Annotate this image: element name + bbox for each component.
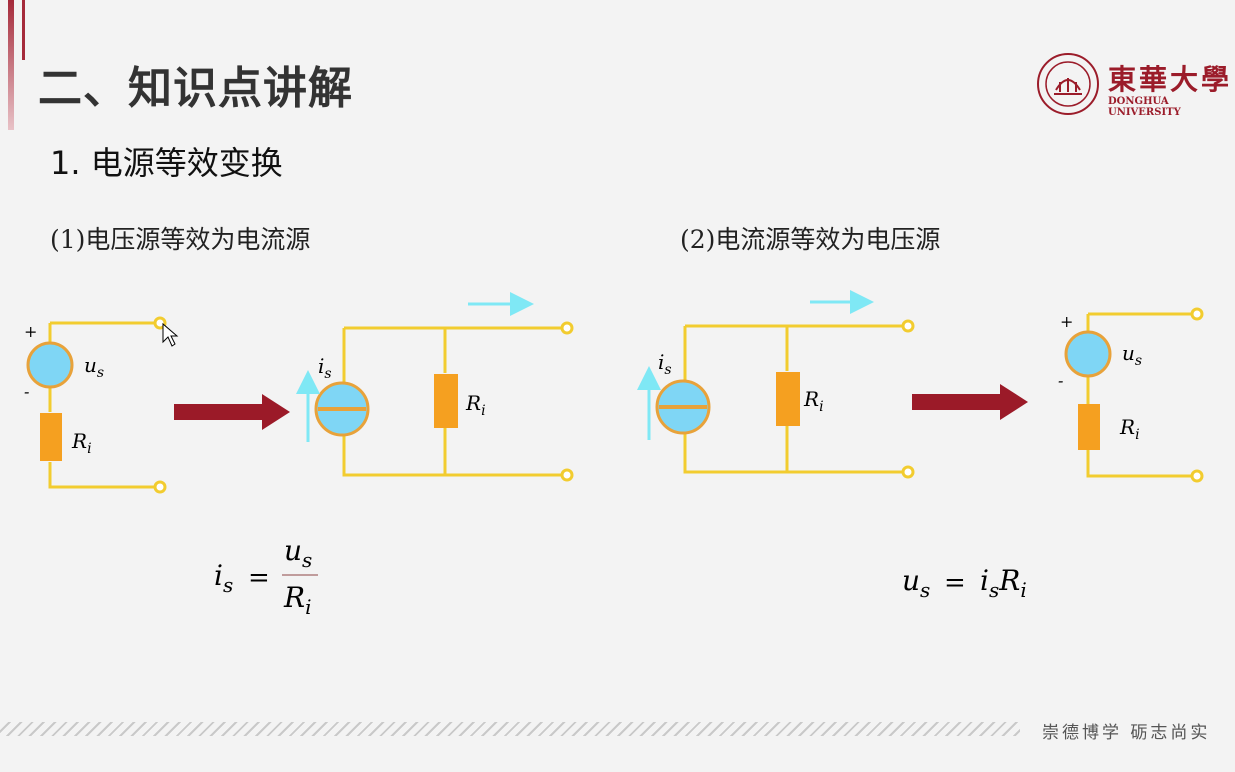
svg-text:=: =	[248, 563, 270, 593]
us-label: us	[84, 353, 104, 381]
svg-text:us: us	[284, 534, 312, 572]
formula-1: is = us Ri	[214, 534, 318, 619]
us-label: us	[1122, 341, 1142, 369]
resistor-icon	[1078, 404, 1100, 450]
logo-name-en: DONGHUA UNIVERSITY	[1108, 96, 1181, 118]
plus-sign: +	[24, 322, 37, 341]
svg-text:isRi: isRi	[980, 564, 1027, 602]
is-label: is	[658, 350, 672, 378]
ri-label: Ri	[71, 429, 92, 457]
university-seal-icon	[1037, 53, 1099, 115]
footer-hatch	[0, 722, 1020, 736]
resistor-icon	[434, 374, 458, 428]
resistor-icon	[776, 372, 800, 426]
transform-arrow-1	[174, 394, 290, 430]
minus-sign: -	[24, 382, 29, 401]
circuit-voltage-source-1: + - us Ri	[24, 316, 167, 494]
mouse-cursor-icon	[162, 322, 179, 347]
transform-arrow-2	[912, 384, 1028, 420]
case1-label: (1)电压源等效为电流源	[50, 225, 311, 254]
accent-line	[22, 0, 25, 60]
voltage-source-icon	[1064, 330, 1112, 378]
voltage-source-icon	[26, 341, 74, 389]
ri-label: Ri	[1119, 415, 1140, 443]
logo-name-cn: 東華大學	[1108, 63, 1233, 96]
svg-text:=: =	[944, 568, 966, 598]
accent-bar	[8, 0, 14, 130]
is-label: is	[318, 354, 332, 382]
section-title: 二、知识点讲解	[38, 63, 353, 114]
footer-motto: 崇德博学 砺志尚实	[1042, 723, 1211, 743]
plus-sign: +	[1060, 312, 1073, 331]
svg-text:is: is	[214, 559, 233, 597]
resistor-icon	[40, 413, 62, 461]
ri-label: Ri	[465, 391, 486, 419]
case2-label: (2)电流源等效为电压源	[680, 225, 941, 254]
circuit-current-source-1: is Ri	[296, 292, 574, 482]
formula-2: us = isRi	[902, 564, 1027, 602]
circuit-current-source-2: is Ri	[637, 290, 915, 479]
svg-text:Ri: Ri	[283, 581, 312, 619]
circuit-diagrams: + - us Ri is Ri is Ri	[24, 290, 1204, 619]
svg-text:us: us	[902, 564, 930, 602]
circuit-voltage-source-2: + - us Ri	[1058, 307, 1204, 483]
sub-title: 1. 电源等效变换	[50, 144, 283, 182]
minus-sign: -	[1058, 371, 1063, 390]
ri-label: Ri	[803, 387, 824, 415]
